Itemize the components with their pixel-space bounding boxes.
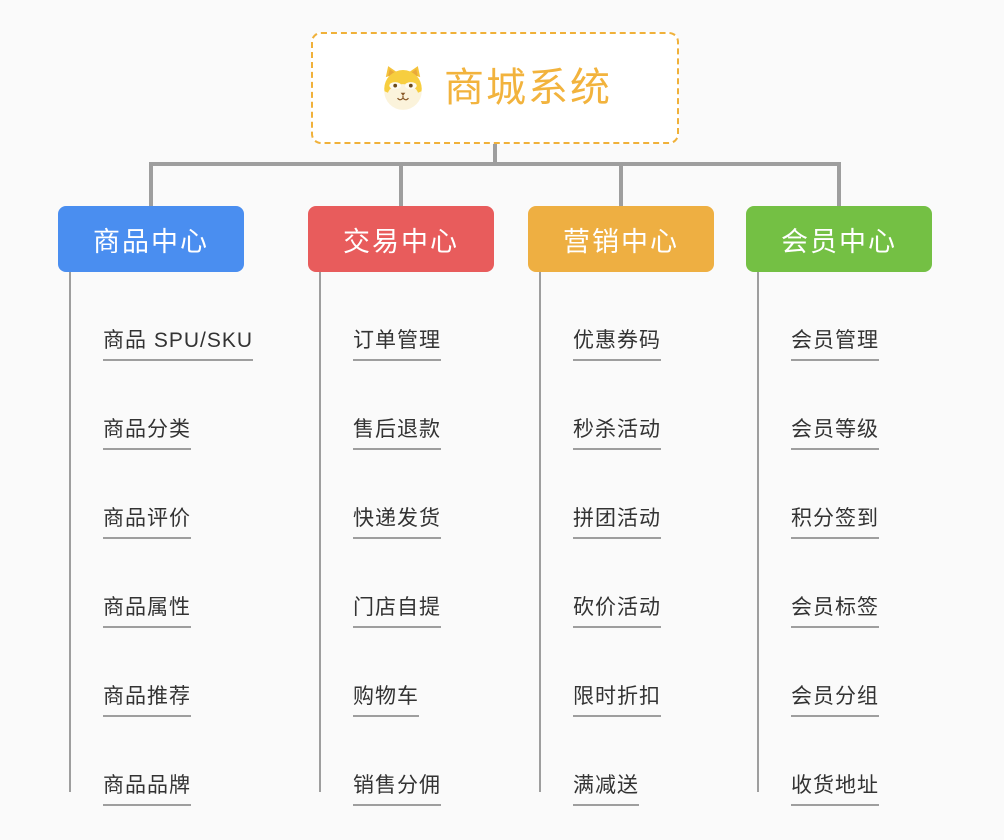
leaf-item[interactable]: 会员管理 bbox=[757, 272, 966, 361]
leaf-item[interactable]: 限时折扣 bbox=[539, 628, 748, 717]
category-label: 交易中心 bbox=[343, 226, 459, 257]
trunk-line bbox=[757, 272, 759, 792]
connector-drop-3 bbox=[619, 162, 623, 206]
branch-marketing-center: 营销中心 优惠券码 秒杀活动 拼团活动 砍价活动 限时折扣 满减送 bbox=[528, 206, 748, 806]
trunk-line bbox=[319, 272, 321, 792]
leaf-item[interactable]: 门店自提 bbox=[319, 539, 528, 628]
leaf-label: 限时折扣 bbox=[573, 685, 661, 717]
category-box-trade-center[interactable]: 交易中心 bbox=[308, 206, 494, 272]
leaf-label: 购物车 bbox=[353, 685, 419, 717]
leaf-label: 商品品牌 bbox=[103, 774, 191, 806]
leaf-label: 砍价活动 bbox=[573, 596, 661, 628]
leaf-item[interactable]: 满减送 bbox=[539, 717, 748, 806]
trunk-line bbox=[69, 272, 71, 792]
shiba-dog-icon bbox=[384, 66, 422, 110]
leaf-label: 订单管理 bbox=[353, 329, 441, 361]
leaf-item[interactable]: 会员标签 bbox=[757, 539, 966, 628]
category-label: 营销中心 bbox=[563, 226, 679, 257]
leaf-item[interactable]: 商品推荐 bbox=[69, 628, 278, 717]
branch-trade-center: 交易中心 订单管理 售后退款 快递发货 门店自提 购物车 销售分佣 bbox=[308, 206, 528, 806]
category-box-marketing-center[interactable]: 营销中心 bbox=[528, 206, 714, 272]
leaf-label: 商品属性 bbox=[103, 596, 191, 628]
leaf-label: 商品 SPU/SKU bbox=[103, 329, 254, 361]
leaf-label: 会员分组 bbox=[791, 685, 879, 717]
connector-drop-1 bbox=[149, 162, 153, 206]
category-box-product-center[interactable]: 商品中心 bbox=[58, 206, 244, 272]
leaf-item[interactable]: 售后退款 bbox=[319, 361, 528, 450]
connector-bus bbox=[149, 162, 841, 166]
connector-drop-4 bbox=[837, 162, 841, 206]
trunk-line bbox=[539, 272, 541, 792]
leaf-label: 快递发货 bbox=[353, 507, 441, 539]
leaf-item[interactable]: 会员等级 bbox=[757, 361, 966, 450]
leaf-label: 商品推荐 bbox=[103, 685, 191, 717]
leaf-item[interactable]: 砍价活动 bbox=[539, 539, 748, 628]
leaf-item[interactable]: 商品品牌 bbox=[69, 717, 278, 806]
leaf-label: 商品评价 bbox=[103, 507, 191, 539]
leaf-label: 秒杀活动 bbox=[573, 418, 661, 450]
leaf-item[interactable]: 订单管理 bbox=[319, 272, 528, 361]
leaf-item[interactable]: 商品评价 bbox=[69, 450, 278, 539]
leaf-item[interactable]: 积分签到 bbox=[757, 450, 966, 539]
leaf-list-trade-center: 订单管理 售后退款 快递发货 门店自提 购物车 销售分佣 bbox=[319, 272, 528, 806]
leaf-item[interactable]: 商品属性 bbox=[69, 539, 278, 628]
leaf-label: 售后退款 bbox=[353, 418, 441, 450]
leaf-label: 优惠券码 bbox=[573, 329, 661, 361]
leaf-label: 积分签到 bbox=[791, 507, 879, 539]
leaf-item[interactable]: 优惠券码 bbox=[539, 272, 748, 361]
leaf-item[interactable]: 收货地址 bbox=[757, 717, 966, 806]
leaf-label: 会员管理 bbox=[791, 329, 879, 361]
leaf-label: 满减送 bbox=[573, 774, 639, 806]
category-box-member-center[interactable]: 会员中心 bbox=[746, 206, 932, 272]
leaf-label: 收货地址 bbox=[791, 774, 879, 806]
leaf-label: 销售分佣 bbox=[353, 774, 441, 806]
connector-drop-2 bbox=[399, 162, 403, 206]
leaf-label: 会员标签 bbox=[791, 596, 879, 628]
connector-root-stem bbox=[493, 144, 497, 164]
branch-product-center: 商品中心 商品 SPU/SKU 商品分类 商品评价 商品属性 商品推荐 商品品牌 bbox=[58, 206, 278, 806]
leaf-item[interactable]: 商品 SPU/SKU bbox=[69, 272, 278, 361]
leaf-list-marketing-center: 优惠券码 秒杀活动 拼团活动 砍价活动 限时折扣 满减送 bbox=[539, 272, 748, 806]
leaf-item[interactable]: 拼团活动 bbox=[539, 450, 748, 539]
leaf-list-member-center: 会员管理 会员等级 积分签到 会员标签 会员分组 收货地址 bbox=[757, 272, 966, 806]
leaf-label: 会员等级 bbox=[791, 418, 879, 450]
leaf-item[interactable]: 会员分组 bbox=[757, 628, 966, 717]
root-node[interactable]: 商城系统 bbox=[311, 32, 679, 144]
leaf-item[interactable]: 商品分类 bbox=[69, 361, 278, 450]
branch-member-center: 会员中心 会员管理 会员等级 积分签到 会员标签 会员分组 收货地址 bbox=[746, 206, 966, 806]
category-label: 商品中心 bbox=[93, 226, 209, 257]
category-label: 会员中心 bbox=[781, 226, 897, 257]
leaf-item[interactable]: 快递发货 bbox=[319, 450, 528, 539]
leaf-item[interactable]: 销售分佣 bbox=[319, 717, 528, 806]
leaf-list-product-center: 商品 SPU/SKU 商品分类 商品评价 商品属性 商品推荐 商品品牌 bbox=[69, 272, 278, 806]
leaf-label: 拼团活动 bbox=[573, 507, 661, 539]
leaf-item[interactable]: 购物车 bbox=[319, 628, 528, 717]
leaf-label: 门店自提 bbox=[353, 596, 441, 628]
leaf-item[interactable]: 秒杀活动 bbox=[539, 361, 748, 450]
root-title: 商城系统 bbox=[444, 66, 612, 110]
leaf-label: 商品分类 bbox=[103, 418, 191, 450]
